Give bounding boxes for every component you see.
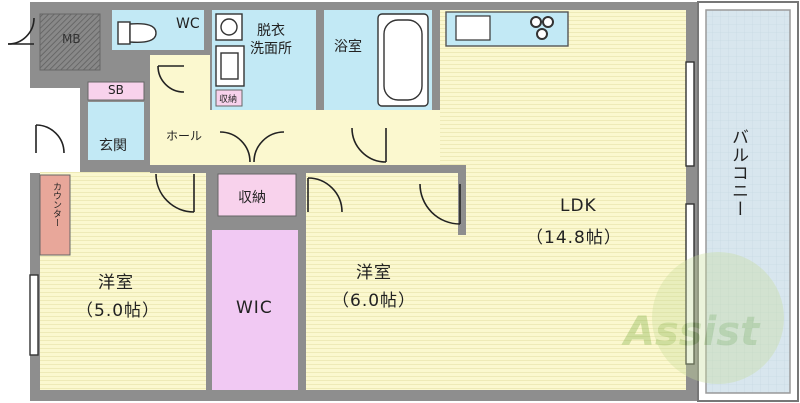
doors	[7, 17, 461, 225]
wc-label: WC	[176, 16, 200, 32]
shoe-box-label: SB	[108, 83, 124, 97]
western-room-1-name: 洋室	[98, 273, 134, 293]
balcony-area	[697, 1, 799, 402]
toilet-icon	[117, 21, 157, 45]
ldk-name: LDK	[560, 196, 597, 216]
wic-label: WIC	[236, 298, 273, 318]
watermark-logo: Assist	[621, 252, 784, 384]
counter-label: カウンター	[51, 182, 61, 227]
mb-label: MB	[62, 32, 81, 46]
ldk	[440, 10, 686, 390]
kitchen-counter	[445, 11, 569, 47]
bathtub-icon	[377, 13, 429, 107]
hall-label: ホール	[166, 129, 203, 143]
bath-label: 浴室	[334, 39, 362, 55]
balcony-label: バルコニー	[728, 128, 748, 218]
ldk-size: （14.8帖）	[526, 228, 622, 248]
storage	[217, 173, 297, 217]
counter	[39, 174, 71, 256]
mb-shaft	[39, 13, 101, 71]
interior-walls	[150, 165, 466, 392]
shoe-box	[87, 81, 145, 101]
entrance-label: 玄関	[99, 138, 127, 154]
dressing-room-label: 脱衣 洗面所	[250, 23, 292, 57]
windows	[29, 61, 695, 365]
small-storage-label: 収納	[219, 95, 238, 105]
svg-text:Assist: Assist	[621, 309, 761, 355]
walk-in-closet	[212, 230, 298, 390]
western-room-2	[306, 172, 458, 390]
hall	[150, 55, 440, 165]
western-room-2-name: 洋室	[356, 263, 392, 283]
western-room-1-size: （5.0帖）	[76, 301, 161, 321]
western-room-2-size: （6.0帖）	[332, 291, 417, 311]
washing-machine-icon	[215, 13, 243, 41]
entrance	[88, 102, 144, 160]
small-storage	[215, 89, 243, 107]
sink-icon	[215, 45, 245, 87]
storage-label: 収納	[238, 190, 266, 206]
